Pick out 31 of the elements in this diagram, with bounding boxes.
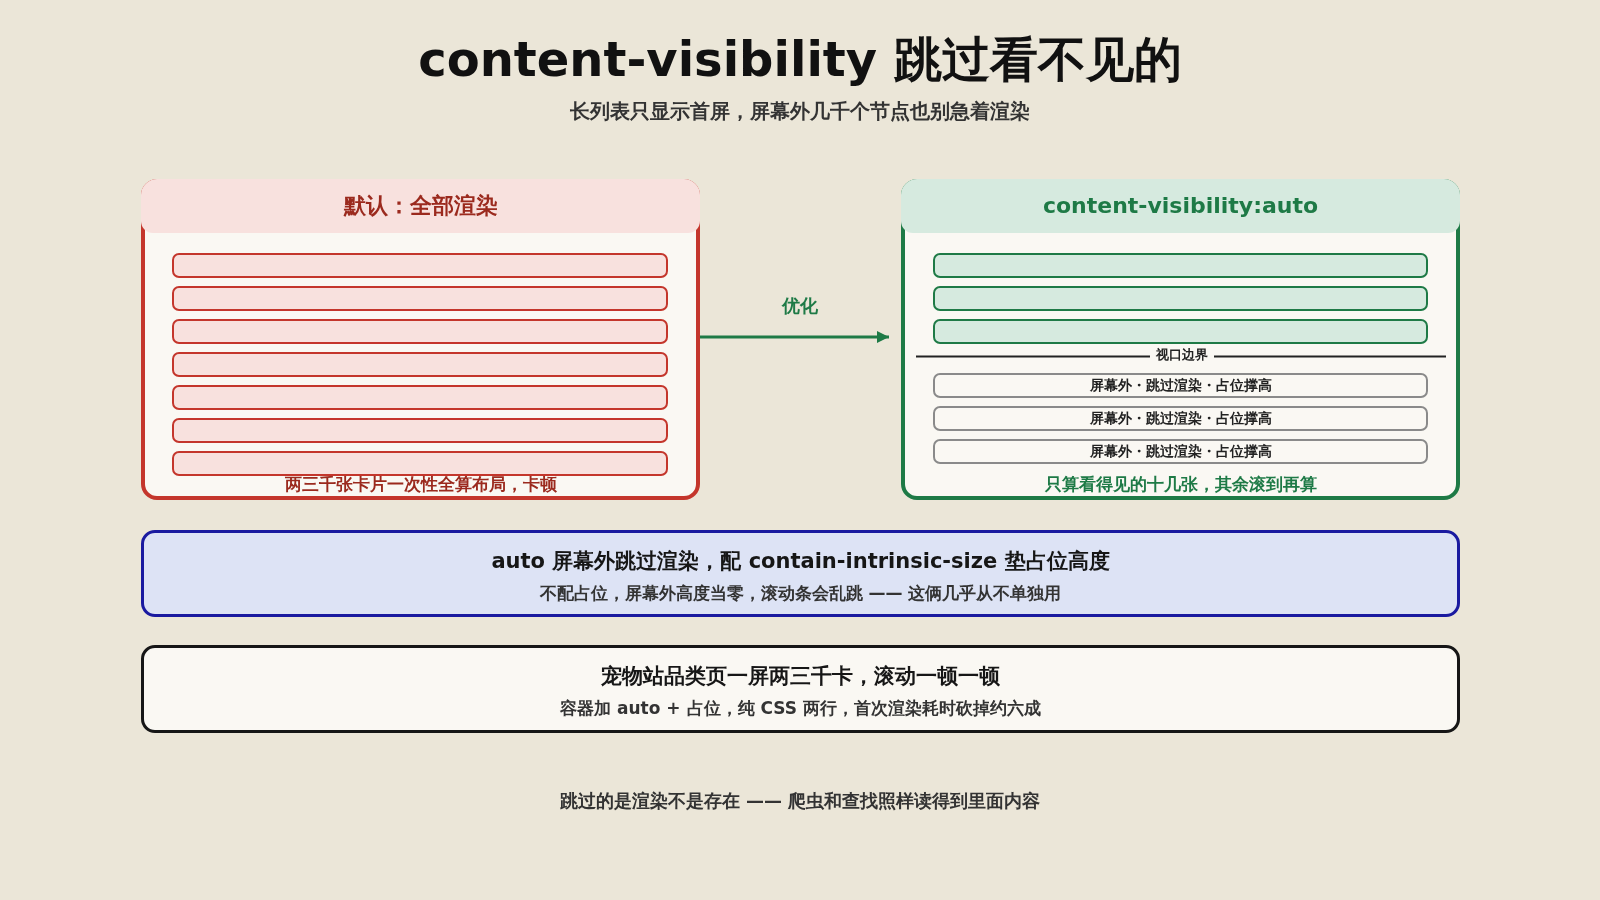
info-box bbox=[141, 645, 1460, 733]
panel-caption: 两三千张卡片一次性全算布局，卡顿 bbox=[283, 473, 558, 496]
panel bbox=[141, 179, 700, 500]
panel-heading: content-visibility:auto bbox=[901, 179, 1460, 233]
box-text: 不配占位，屏幕外高度当零，滚动条会乱跳 —— 这俩几乎从不单独用 bbox=[538, 582, 1063, 605]
card-bar bbox=[172, 286, 668, 311]
card-bar bbox=[172, 385, 668, 410]
card-bar bbox=[933, 286, 1428, 311]
box-text: 容器加 auto + 占位，纯 CSS 两行，首次渲染耗时砍掉约六成 bbox=[559, 697, 1042, 720]
offscreen-card: 屏幕外・跳过渲染・占位撑高 bbox=[933, 373, 1428, 398]
panel-caption: 只算看得见的十几张，其余滚到再算 bbox=[1043, 473, 1318, 496]
arrow bbox=[700, 331, 889, 343]
card-bar bbox=[933, 319, 1428, 344]
viewport-label: 视口边界 bbox=[1150, 346, 1214, 364]
footer-note: 跳过的是渲染不是存在 —— 爬虫和查找照样读得到里面内容 bbox=[558, 789, 1042, 813]
card-bar bbox=[172, 319, 668, 344]
subtitle: 长列表只显示首屏，屏幕外几千个节点也别急着渲染 bbox=[569, 98, 1031, 125]
info-box bbox=[141, 530, 1460, 617]
offscreen-card: 屏幕外・跳过渲染・占位撑高 bbox=[933, 439, 1428, 464]
offscreen-card: 屏幕外・跳过渲染・占位撑高 bbox=[933, 406, 1428, 431]
edge-label: 优化 bbox=[780, 294, 819, 318]
card-bar bbox=[933, 253, 1428, 278]
panel-heading: 默认：全部渲染 bbox=[141, 179, 700, 233]
card-bar bbox=[172, 418, 668, 443]
box-heading: auto 屏幕外跳过渲染，配 contain-intrinsic-size 垫占位高度 bbox=[490, 548, 1111, 575]
card-bar bbox=[172, 451, 668, 476]
box-heading: 宠物站品类页一屏两三千卡，滚动一顿一顿 bbox=[600, 663, 1001, 690]
title: content-visibility 跳过看不见的 bbox=[417, 30, 1183, 89]
panel bbox=[901, 179, 1460, 500]
card-bar bbox=[172, 352, 668, 377]
card-bar bbox=[172, 253, 668, 278]
